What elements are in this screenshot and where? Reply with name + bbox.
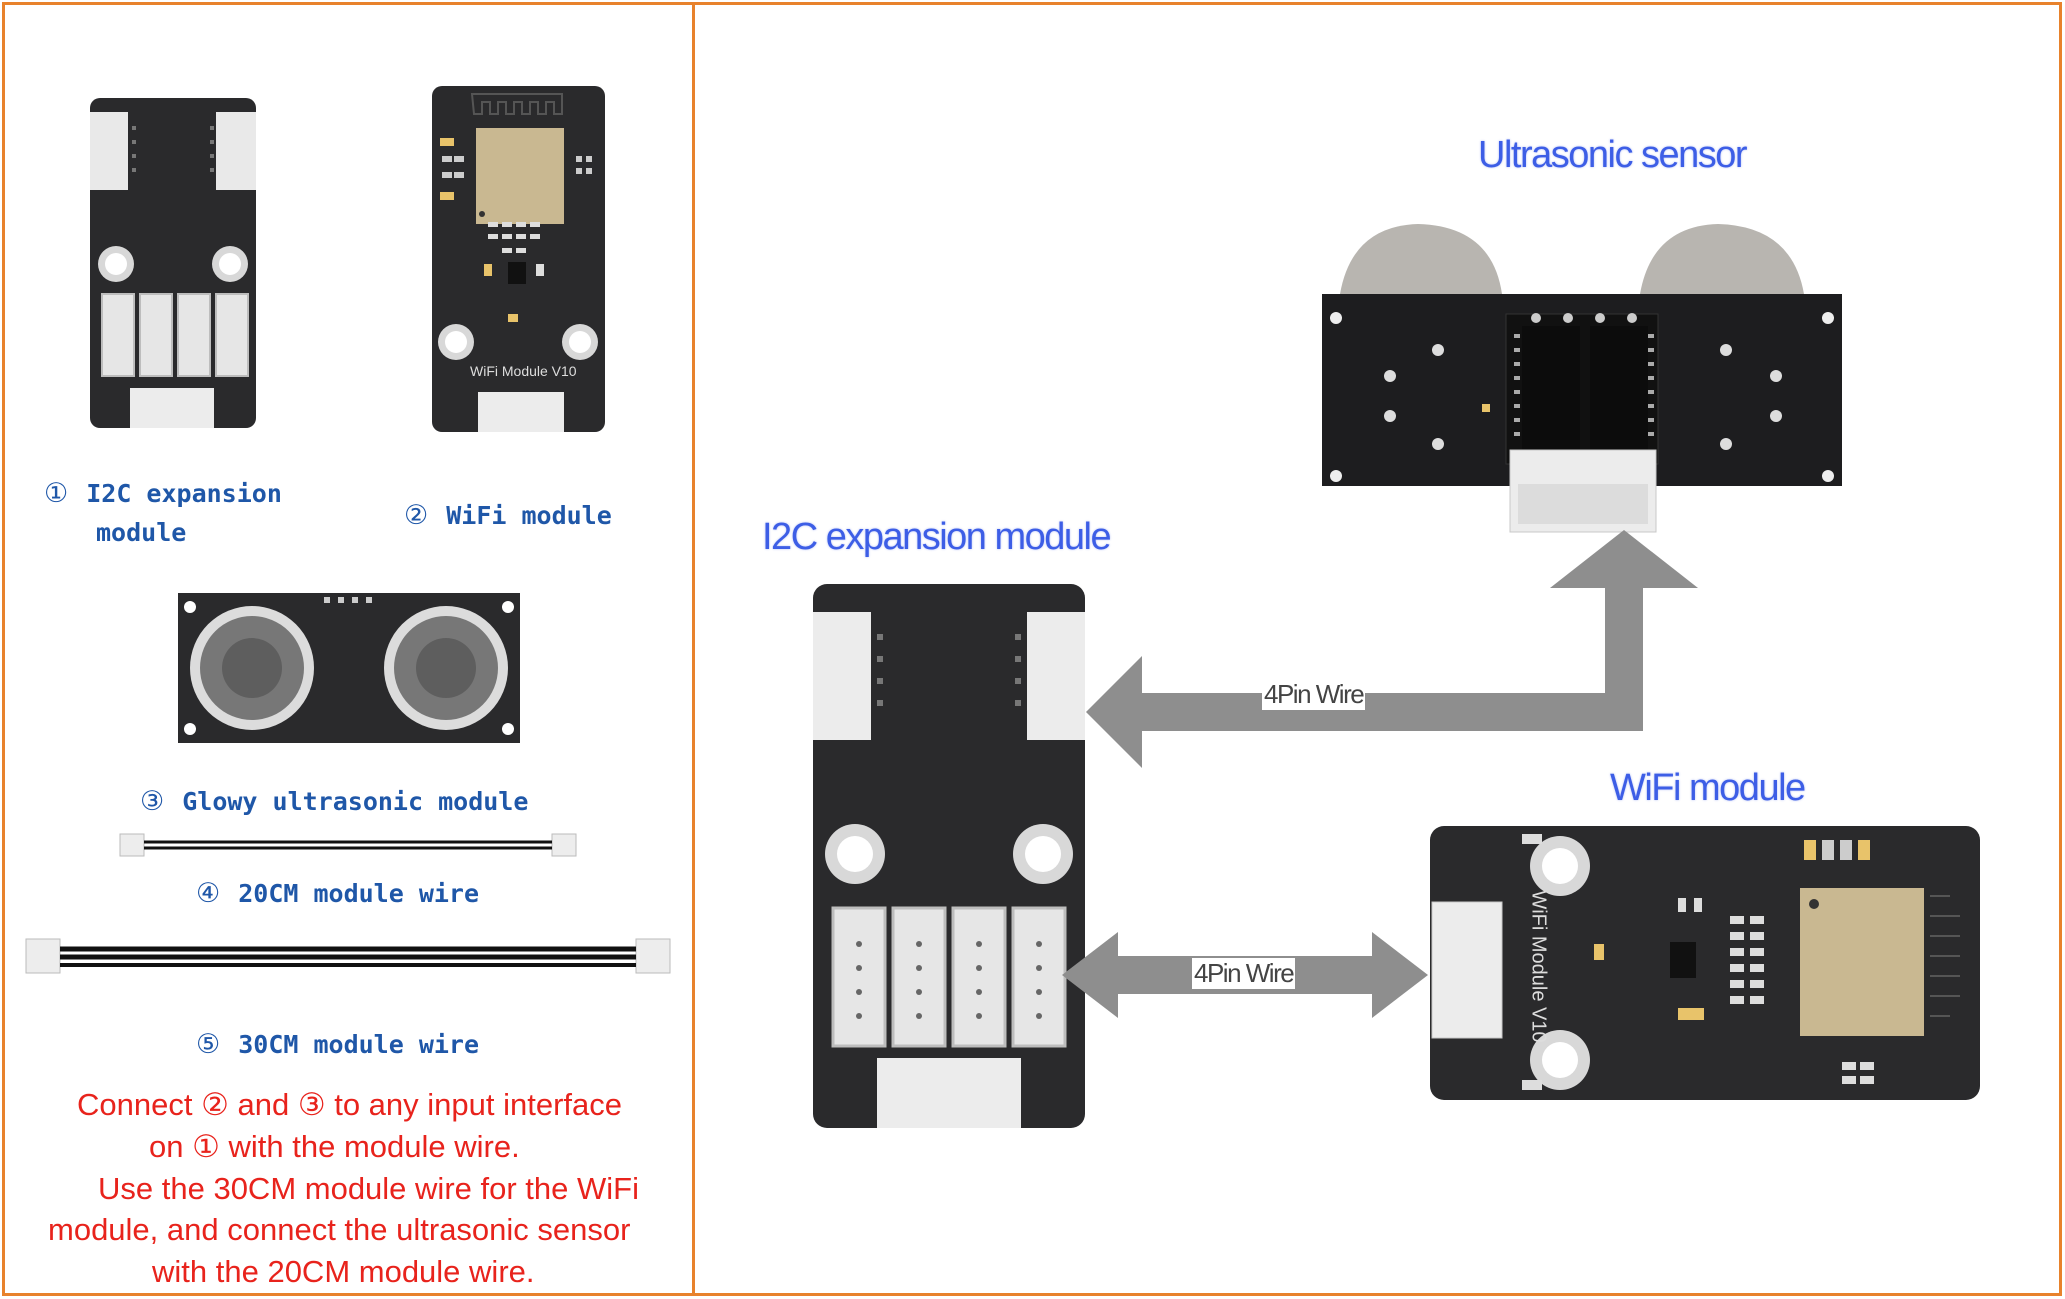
wire-label-bottom: 4Pin Wire [1192, 958, 1295, 989]
